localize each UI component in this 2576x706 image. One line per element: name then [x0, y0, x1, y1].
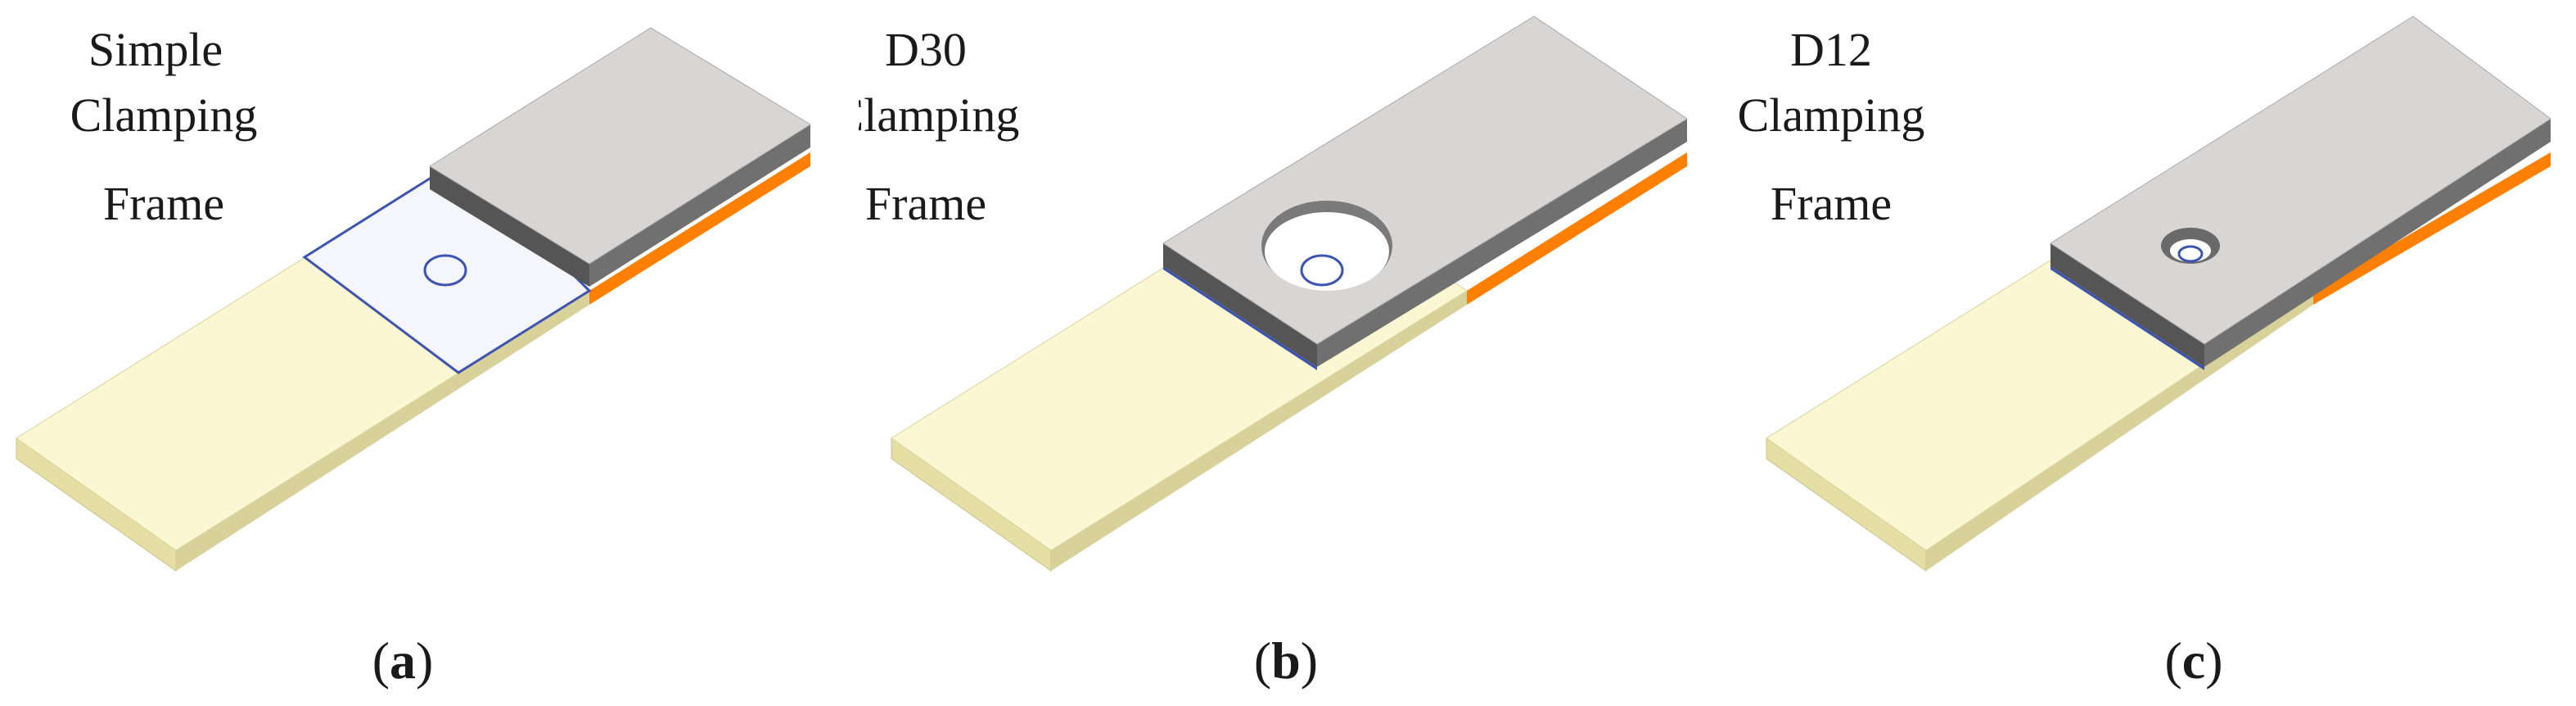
frame-side-face — [1317, 119, 1687, 367]
subfigure-letter-b: b — [1271, 631, 1301, 690]
specimen-side-face — [1926, 291, 2313, 571]
frame-front-face — [1163, 243, 1317, 367]
frame-side-face — [589, 124, 810, 287]
d12-hole-opening — [2170, 239, 2211, 262]
label-line-2: Clamping — [1738, 88, 1925, 142]
subfigure-caption-a: (a) — [372, 631, 434, 690]
subfigure-caption-b: (b) — [1253, 631, 1319, 690]
label-line-1: Simple — [88, 23, 223, 76]
frame-front-face — [430, 166, 589, 287]
transparent-plate — [302, 159, 592, 374]
panel-b-drawing: D30 Clamping Frame — [859, 16, 1688, 572]
label-line-3: Frame — [865, 177, 986, 230]
panel-c-drawing: D12 Clamping Frame — [1738, 16, 2551, 572]
hole-outline — [1300, 254, 1344, 287]
label-line-1: D30 — [885, 23, 967, 76]
frame-top-face — [2050, 16, 2551, 345]
label-line-3: Frame — [103, 177, 224, 230]
panel-a-drawing: Simple Clamping Frame — [16, 23, 811, 572]
hole-outline — [423, 254, 467, 287]
orange-strip — [589, 152, 810, 305]
specimen-side-face — [1051, 291, 1467, 571]
subfigure-letter-c: c — [2181, 631, 2206, 690]
specimen-side-face — [176, 291, 589, 571]
hole-outline — [2177, 245, 2204, 263]
label-line-2: Clamping — [859, 88, 1019, 142]
subfigure-caption-c: (c) — [2164, 631, 2223, 690]
panel-a: Simple Clamping Frame (a) — [0, 0, 859, 706]
panel-c: D12 Clamping Frame (c) — [1717, 0, 2576, 706]
d30-hole-opening — [1265, 212, 1389, 291]
orange-strip — [2313, 152, 2551, 305]
blue-edge — [2050, 266, 2204, 370]
subfigure-letter-a: a — [390, 631, 416, 690]
blue-edge — [1163, 266, 1317, 370]
panel-b: D30 Clamping Frame (b) — [859, 0, 1717, 706]
frame-top-face — [429, 27, 811, 265]
orange-strip — [1467, 152, 1687, 305]
label-line-2: Clamping — [70, 88, 258, 142]
frame-front-face — [2050, 243, 2204, 367]
frame-side-face — [2204, 119, 2551, 367]
label-line-1: D12 — [1790, 23, 1872, 76]
label-line-3: Frame — [1771, 177, 1892, 230]
